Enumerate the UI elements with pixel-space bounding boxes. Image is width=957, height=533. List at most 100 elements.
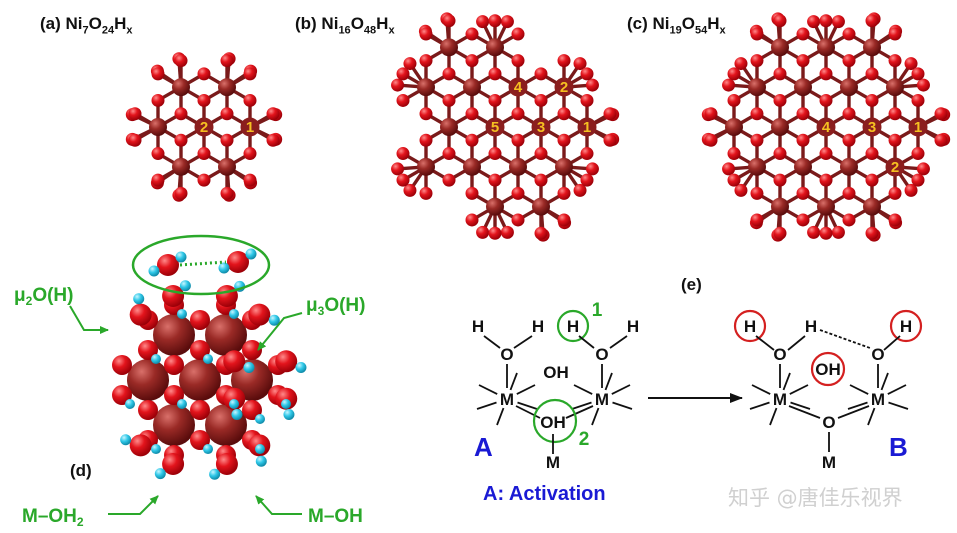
oxygen-atom <box>888 186 902 200</box>
oxygen-atom <box>442 67 456 81</box>
oxygen-atom <box>842 107 856 121</box>
oxygen-atom <box>242 339 262 360</box>
site-label-5: 5 <box>485 117 505 137</box>
bond-line <box>788 405 821 419</box>
oxygen-atom <box>911 93 925 107</box>
nickel-atom <box>153 404 195 447</box>
hydrogen-atom <box>203 444 213 455</box>
m-oh2-label: M–OH2 <box>22 506 84 529</box>
oxygen-atom <box>831 15 845 29</box>
oxygen-atom <box>573 57 587 71</box>
oxygen-atom <box>174 54 188 68</box>
oxygen-atom <box>190 309 210 330</box>
oxygen-atom <box>243 173 257 187</box>
oxygen-atom <box>534 93 548 107</box>
oxygen-atom <box>796 27 810 41</box>
hydrogen-atom <box>255 444 265 455</box>
atom-label: O <box>500 345 513 364</box>
nickel-atom <box>817 38 835 57</box>
site-label-1: 1 <box>908 117 928 137</box>
nickel-atom <box>863 197 881 216</box>
oxygen-atom <box>750 27 764 41</box>
nickel-atom <box>218 78 236 97</box>
oxygen-atom <box>465 213 479 227</box>
bond-line <box>769 407 778 426</box>
oxygen-atom <box>465 107 479 121</box>
nickel-atom <box>725 118 743 136</box>
nickel-atom <box>172 78 190 97</box>
oxygen-atom <box>842 133 856 147</box>
oxygen-atom <box>227 251 249 273</box>
mu3-label: μ3O(H) <box>306 295 365 318</box>
hydrogen-atom <box>283 408 295 420</box>
nickel-atom <box>771 38 789 57</box>
site-label-1: 1 <box>577 117 597 137</box>
nickel-atom <box>149 118 167 136</box>
oxygen-atom <box>488 14 502 28</box>
bond-line <box>509 372 518 391</box>
bond-line <box>517 401 538 410</box>
oxygen-atom <box>174 186 188 200</box>
nickel-atom <box>417 157 435 176</box>
oxygen-atom <box>190 400 210 421</box>
site-label-3: 3 <box>531 117 551 137</box>
hydrogen-atom <box>151 444 161 455</box>
nickel-atom <box>840 78 858 97</box>
oxygen-atom <box>500 15 514 29</box>
nickel-atom <box>153 313 195 356</box>
oxygen-atom <box>773 226 787 240</box>
bond-line <box>515 405 541 419</box>
oxygen-atom <box>138 400 158 421</box>
cluster-3d-render <box>112 248 307 480</box>
atom-label: OH <box>540 413 566 432</box>
svg-text:1: 1 <box>583 119 591 136</box>
bond-line <box>837 405 870 419</box>
hydrogen-atom <box>209 468 221 480</box>
nickel-atom <box>771 118 789 136</box>
oxygen-atom <box>511 54 525 68</box>
oxygen-atom <box>164 354 184 375</box>
svg-text:1: 1 <box>246 119 254 136</box>
oxygen-atom <box>865 14 879 28</box>
atom-label: H <box>627 317 639 336</box>
bond-line <box>888 401 909 410</box>
oxygen-atom <box>819 173 833 187</box>
oxygen-atom <box>162 453 185 476</box>
oxygen-atom <box>129 303 152 326</box>
atom-label: M <box>500 390 514 409</box>
nickel-atom <box>486 38 504 57</box>
oxygen-atom <box>128 107 142 121</box>
oxygen-atom <box>750 213 764 227</box>
oxygen-atom <box>842 213 856 227</box>
panel-a-title: (a) Ni7O24Hx <box>40 14 133 37</box>
svg-text:5: 5 <box>491 119 499 136</box>
oxygen-atom <box>511 27 525 41</box>
oxygen-atom <box>174 133 188 147</box>
bond-line <box>612 401 633 410</box>
atom-label: H <box>744 317 756 336</box>
nickel-atom <box>440 118 458 136</box>
oxygen-atom <box>727 93 741 107</box>
bond-line <box>847 401 868 410</box>
panel-e-label: (e) <box>681 275 702 294</box>
oxygen-atom <box>819 147 833 161</box>
activation-caption: A: Activation <box>483 483 606 505</box>
bond-line <box>591 407 600 426</box>
oh-circle <box>810 351 846 387</box>
bond-line <box>755 335 775 351</box>
svg-text:3: 3 <box>868 119 876 136</box>
nickel-atom <box>863 38 881 57</box>
atom-label: M <box>871 390 885 409</box>
oxygen-atom <box>911 147 925 161</box>
oxygen-atom <box>734 57 748 71</box>
oxygen-atom <box>819 93 833 107</box>
hydrogen-atom <box>281 399 291 410</box>
panel-b-title: (b) Ni16O48Hx <box>295 14 395 37</box>
bond-line <box>751 384 771 395</box>
oxygen-atom <box>275 350 298 373</box>
state-a-label: A <box>474 432 493 462</box>
oxygen-atom <box>603 133 617 147</box>
oxygen-atom <box>419 133 433 147</box>
oxygen-atom <box>465 54 479 68</box>
oxygen-atom <box>151 173 165 187</box>
